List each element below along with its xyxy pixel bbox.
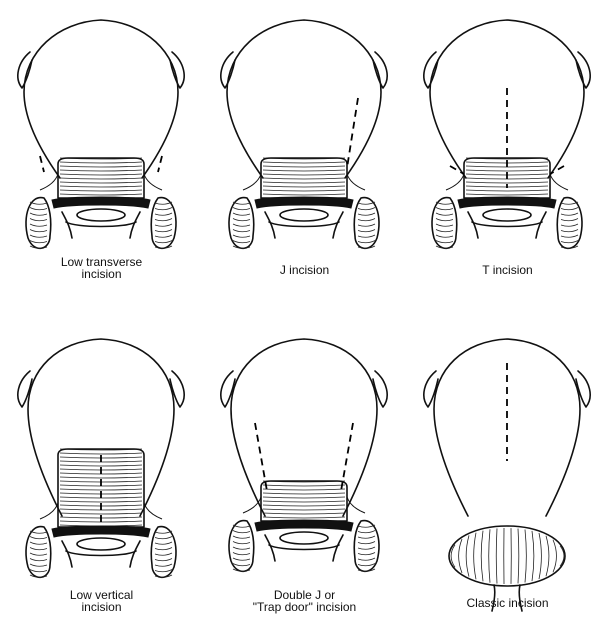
left-peritoneum — [40, 174, 58, 190]
caption-classic: Classic incision — [406, 597, 609, 609]
left-peritoneum — [243, 497, 261, 513]
uterus-outline — [24, 20, 178, 178]
left-tube — [424, 371, 438, 407]
right-ovary — [354, 521, 379, 572]
lower-band — [66, 551, 136, 556]
left-tube — [221, 371, 235, 407]
cervical-opening — [280, 532, 328, 544]
left-ovary — [229, 521, 254, 572]
uterus-illustration — [203, 311, 406, 621]
right-peritoneum — [550, 174, 568, 190]
left-peritoneum — [40, 503, 58, 519]
lower-segment — [261, 158, 347, 198]
left-tube — [18, 52, 32, 88]
left-peritoneum — [446, 174, 464, 190]
panel-classic: Classic incision — [406, 311, 609, 621]
incision-line — [347, 98, 358, 168]
right-peritoneum — [347, 174, 365, 190]
uterus-outline — [231, 339, 377, 516]
panel-low-vertical: Low vertical incision — [0, 311, 203, 621]
right-tube — [170, 371, 184, 407]
right-tube — [170, 52, 184, 88]
lower-segment — [261, 481, 347, 521]
lower-segment — [58, 158, 144, 198]
panel-low-transverse: Low transverse incision — [0, 0, 203, 310]
bladder-band — [52, 197, 150, 208]
caption-low-transverse: Low transverse incision — [0, 256, 203, 280]
left-ovary — [26, 527, 51, 578]
right-peritoneum — [144, 174, 162, 190]
uterus-illustration — [406, 311, 609, 621]
right-tube — [576, 52, 590, 88]
left-ovary — [229, 198, 254, 249]
lower-segment-hatching — [451, 528, 564, 584]
right-tube — [576, 371, 590, 407]
left-ovary — [26, 198, 51, 249]
panel-t-incision: T incision — [406, 0, 609, 310]
left-peritoneum — [243, 174, 261, 190]
right-ovary — [151, 527, 176, 578]
right-ovary — [557, 198, 582, 249]
caption-j-incision: J incision — [203, 264, 406, 276]
cervical-opening — [280, 209, 328, 221]
lower-segment-hatching — [263, 158, 345, 199]
bladder-band — [458, 197, 556, 208]
caption-t-incision: T incision — [406, 264, 609, 276]
caption-double-j: Double J or "Trap door" incision — [203, 589, 406, 613]
uterus-illustration — [0, 311, 203, 621]
left-tube — [18, 371, 32, 407]
right-peritoneum — [347, 497, 365, 513]
lower-segment-hatching — [263, 481, 345, 522]
cervical-opening — [483, 209, 531, 221]
uterus-outline — [28, 339, 174, 516]
panel-double-j: Double J or "Trap door" incision — [203, 311, 406, 621]
bladder-band — [255, 197, 353, 208]
lower-band — [472, 222, 542, 227]
panel-j-incision: J incision — [203, 0, 406, 310]
lower-band — [269, 222, 339, 227]
left-ovary — [432, 198, 457, 249]
right-peritoneum — [144, 503, 162, 519]
left-tube — [221, 52, 235, 88]
right-tube — [373, 371, 387, 407]
bladder-band — [255, 520, 353, 531]
lower-band — [66, 222, 136, 227]
lower-segment-hatching — [60, 158, 142, 199]
right-tube — [373, 52, 387, 88]
cervical-opening — [77, 209, 125, 221]
bladder-band — [52, 526, 150, 537]
lower-band — [269, 545, 339, 550]
cervical-opening — [77, 538, 125, 550]
left-tube — [424, 52, 438, 88]
caption-low-vertical: Low vertical incision — [0, 589, 203, 613]
right-ovary — [354, 198, 379, 249]
right-ovary — [151, 198, 176, 249]
